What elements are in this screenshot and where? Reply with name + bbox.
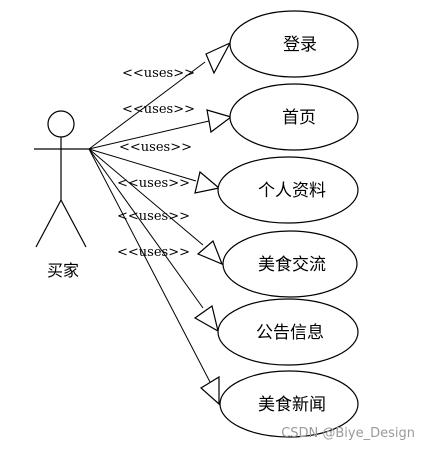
actor-label: 买家 <box>47 261 79 280</box>
use-case-label: 美食交流 <box>258 255 326 275</box>
association-4 <box>88 148 224 266</box>
use-case-food-news: 美食新闻 <box>219 370 359 438</box>
arrowhead <box>193 304 219 333</box>
use-case-login: 登录 <box>229 10 359 78</box>
arrowhead <box>196 239 224 266</box>
use-case-food-exchange: 美食交流 <box>222 230 358 298</box>
arrowhead <box>206 109 233 134</box>
use-case-profile: 个人资料 <box>217 156 359 224</box>
relation-label: <<uses>> <box>117 209 190 224</box>
association-5 <box>88 148 219 333</box>
use-case-home: 首页 <box>229 83 359 151</box>
association-line <box>88 148 204 246</box>
association-2 <box>88 109 233 150</box>
relation-label: <<uses>> <box>122 102 195 117</box>
use-case-ellipse <box>222 230 358 298</box>
arrowhead <box>205 41 232 75</box>
association-line <box>88 148 197 182</box>
association-1 <box>88 41 232 150</box>
association-3 <box>88 148 221 194</box>
use-case-ellipse <box>217 298 359 366</box>
use-case-label: 登录 <box>283 35 317 55</box>
arrowhead <box>199 375 220 406</box>
association-line <box>88 148 204 309</box>
actor-head <box>47 110 75 138</box>
use-case-ellipse <box>219 370 359 438</box>
use-case-label: 个人资料 <box>258 181 326 201</box>
use-case-announcements: 公告信息 <box>217 298 359 366</box>
association-6 <box>88 148 220 406</box>
actor-right-leg <box>60 199 87 248</box>
association-line <box>88 148 211 383</box>
use-case-ellipse <box>217 156 359 224</box>
arrowhead <box>194 170 221 194</box>
relation-label: <<uses>> <box>122 66 195 81</box>
use-case-ellipse <box>229 83 359 151</box>
use-case-label: 首页 <box>282 108 316 128</box>
actor: 买家 <box>34 110 89 280</box>
use-case-label: 公告信息 <box>256 323 324 343</box>
relation-label: <<uses>> <box>117 176 190 191</box>
association-line <box>88 61 206 150</box>
relation-label: <<uses>> <box>117 245 190 260</box>
watermark: CSDN @Biye_Design <box>281 426 415 441</box>
association-line <box>88 120 210 150</box>
use-case-ellipse <box>229 10 359 78</box>
actor-left-leg <box>35 199 62 248</box>
use-case-label: 美食新闻 <box>258 395 326 415</box>
relation-label: <<uses>> <box>119 140 192 155</box>
